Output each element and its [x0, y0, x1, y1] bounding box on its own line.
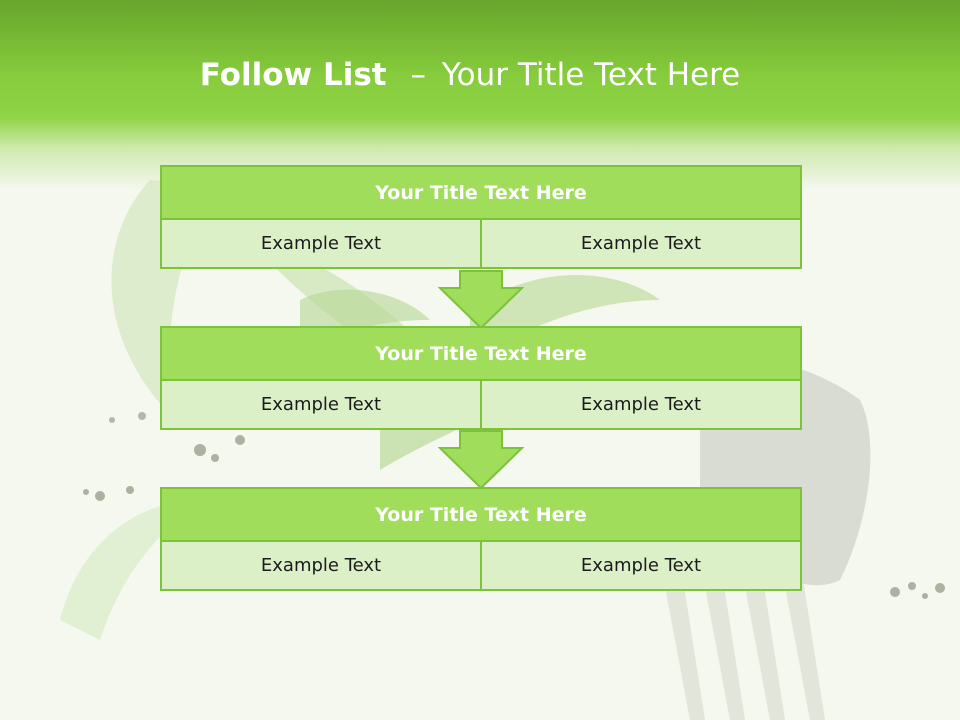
- block-cell-right: Example Text: [482, 381, 802, 430]
- block-cell-right: Example Text: [482, 220, 802, 269]
- block-cell-right: Example Text: [482, 542, 802, 591]
- title-separator: –: [410, 57, 426, 93]
- block-cell-left: Example Text: [160, 542, 482, 591]
- block-title: Your Title Text Here: [160, 326, 802, 381]
- title-bar: [0, 0, 960, 190]
- title-rest: Your Title Text Here: [441, 57, 741, 93]
- block-cell-left: Example Text: [160, 220, 482, 269]
- list-block-1: Your Title Text Here Example Text Exampl…: [160, 165, 802, 269]
- slide-title: Follow List – Your Title Text Here: [0, 52, 940, 98]
- block-row: Example Text Example Text: [160, 220, 802, 269]
- title-bold: Follow List: [199, 57, 387, 93]
- down-arrow-icon: [438, 430, 524, 490]
- list-block-3: Your Title Text Here Example Text Exampl…: [160, 487, 802, 591]
- list-block-2: Your Title Text Here Example Text Exampl…: [160, 326, 802, 430]
- block-title: Your Title Text Here: [160, 165, 802, 220]
- down-arrow-icon: [438, 270, 524, 330]
- block-row: Example Text Example Text: [160, 542, 802, 591]
- block-cell-left: Example Text: [160, 381, 482, 430]
- block-row: Example Text Example Text: [160, 381, 802, 430]
- block-title: Your Title Text Here: [160, 487, 802, 542]
